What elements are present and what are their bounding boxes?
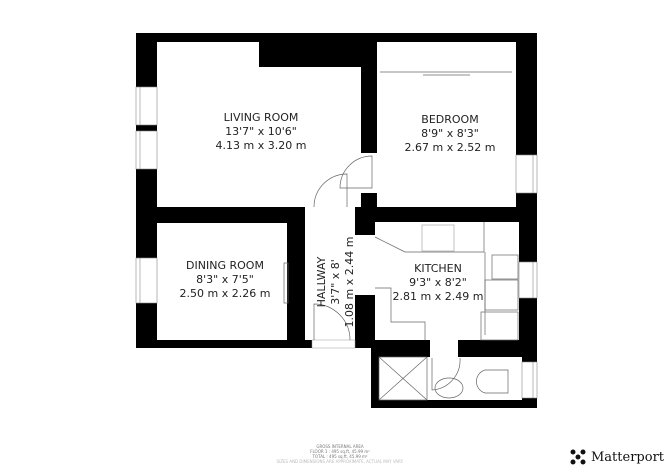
total-area: TOTAL : 495 sq.ft, 45.99 m² (312, 454, 368, 459)
bathroom-floor (379, 357, 522, 400)
basin-icon (434, 377, 464, 399)
matterport-logo-icon (570, 449, 586, 465)
svg-text:DINING ROOM: DINING ROOM (186, 259, 264, 272)
living-room-label: LIVING ROOM 13'7" x 10'6" 4.13 m x 3.20 … (216, 111, 307, 152)
window (518, 261, 538, 299)
window (135, 86, 158, 126)
window (135, 257, 158, 304)
svg-text:8'3" x 7'5": 8'3" x 7'5" (196, 273, 254, 286)
svg-text:2.50 m x 2.26 m: 2.50 m x 2.26 m (180, 287, 271, 300)
svg-text:13'7" x 10'6": 13'7" x 10'6" (225, 125, 297, 138)
living-room-floor (157, 42, 361, 207)
svg-text:1.08 m x 2.44 m: 1.08 m x 2.44 m (343, 237, 356, 328)
disclaimer: SIZES AND DIMENSIONS ARE APPROXIMATE, AC… (276, 459, 404, 464)
doors-fixtures (283, 71, 519, 401)
area-summary: GROSS INTERNAL AREA FLOOR 1 : 495 sq.ft,… (240, 444, 440, 464)
kitchen-floor (375, 222, 519, 340)
bedroom-label: BEDROOM 8'9" x 8'3" 2.67 m x 2.52 m (405, 113, 496, 154)
svg-text:2.67 m x 2.52 m: 2.67 m x 2.52 m (405, 141, 496, 154)
sink-icon (491, 254, 519, 280)
floor-area: FLOOR 1 : 495 sq.ft, 45.99 m² (310, 449, 370, 454)
toilet-icon (476, 369, 509, 394)
svg-text:KITCHEN: KITCHEN (414, 262, 462, 275)
windows (135, 86, 538, 399)
entrance-door (313, 303, 351, 341)
svg-text:4.13 m x 3.20 m: 4.13 m x 3.20 m (216, 139, 307, 152)
window (521, 361, 538, 399)
svg-text:2.81 m x 2.49 m: 2.81 m x 2.49 m (393, 290, 484, 303)
matterport-logo: Matterport (569, 448, 664, 466)
shower-icon (378, 356, 428, 401)
area-title: GROSS INTERNAL AREA (316, 444, 364, 449)
svg-text:3'7" x 8': 3'7" x 8' (329, 259, 342, 305)
bedroom-door (339, 155, 373, 189)
hob-icon (421, 224, 455, 252)
bathroom-door (431, 357, 461, 391)
hallway-label: HALLWAY 3'7" x 8' 1.08 m x 2.44 m (315, 237, 356, 328)
bedroom-floor (377, 42, 516, 207)
window (135, 130, 158, 170)
brand-name: Matterport (591, 449, 665, 465)
svg-text:8'9" x 8'3": 8'9" x 8'3" (421, 127, 479, 140)
room-floors (157, 42, 522, 400)
living-door (313, 173, 348, 208)
svg-text:9'3" x 8'2": 9'3" x 8'2" (409, 276, 467, 289)
svg-text:LIVING ROOM: LIVING ROOM (224, 111, 299, 124)
svg-text:HALLWAY: HALLWAY (315, 256, 328, 307)
svg-text:BEDROOM: BEDROOM (421, 113, 478, 126)
dining-room-label: DINING ROOM 8'3" x 7'5" 2.50 m x 2.26 m (180, 259, 271, 300)
kitchen-label: KITCHEN 9'3" x 8'2" 2.81 m x 2.49 m (393, 262, 484, 303)
hallway-floor (305, 207, 355, 340)
kitchen-counter (374, 222, 485, 253)
window (515, 154, 538, 194)
dining-room-floor (157, 223, 287, 340)
